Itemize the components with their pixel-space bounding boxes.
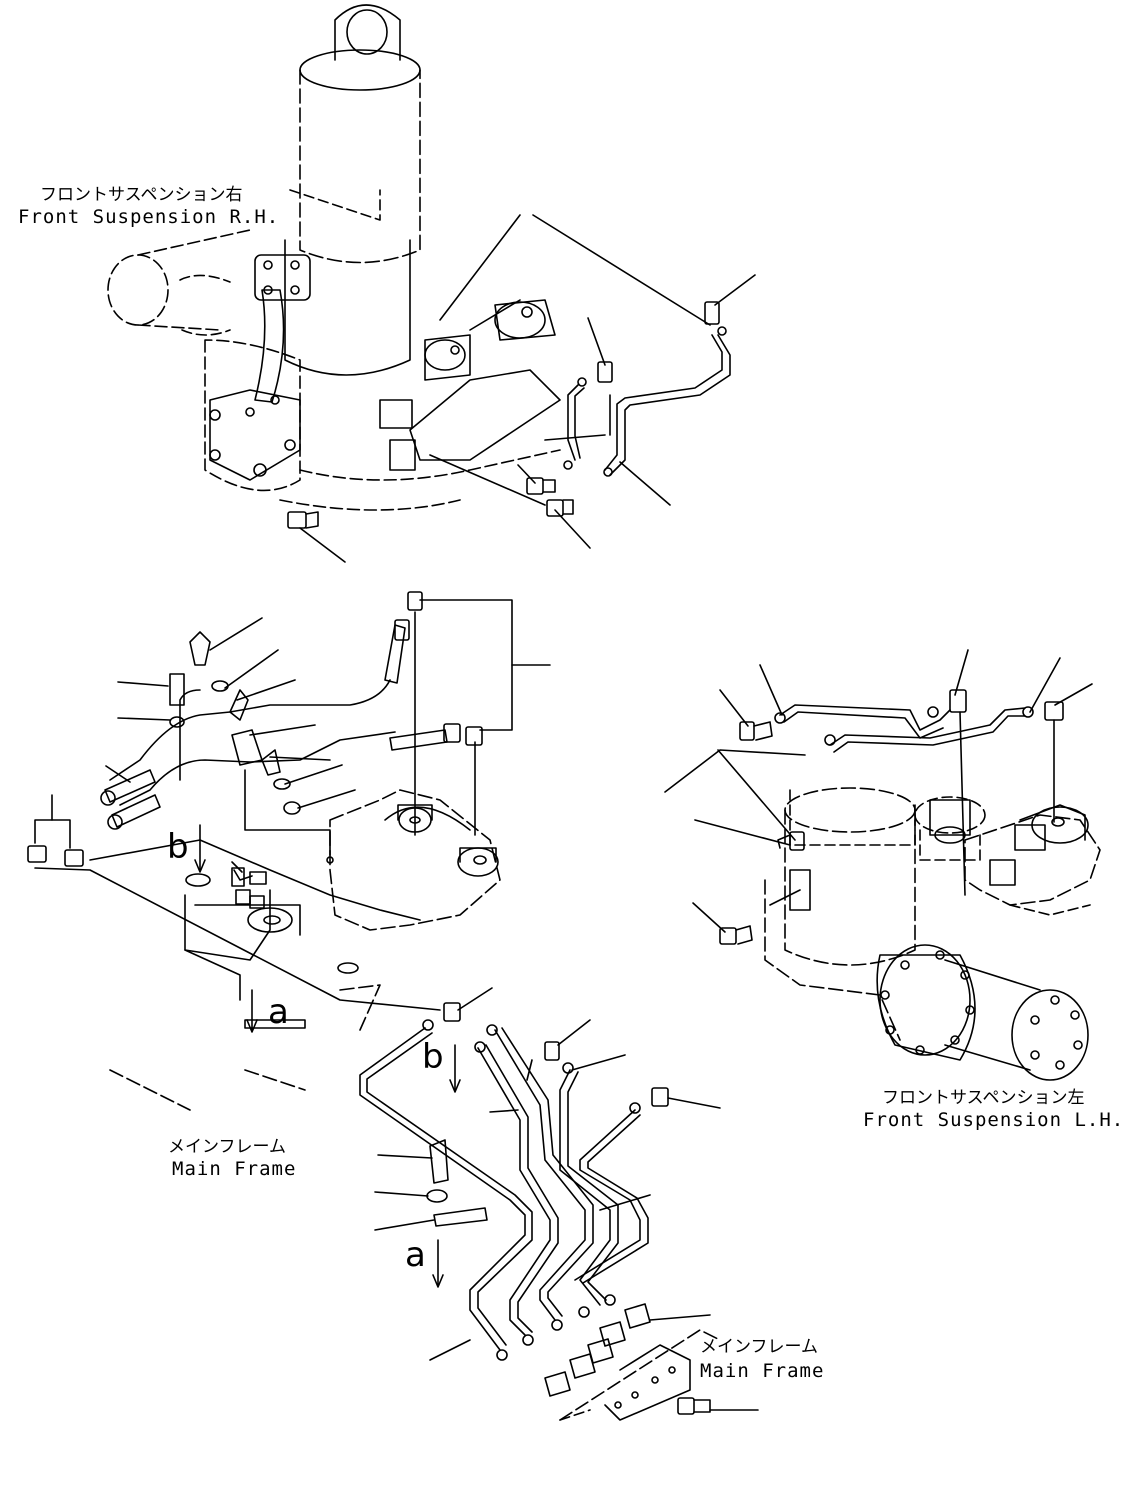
view-marker-b-lower: b [422, 1037, 444, 1077]
front-suspension-lh-assembly [664, 649, 1101, 1081]
main-frame-label-en-2: Main Frame [700, 1360, 825, 1382]
rh-label-en: Front Suspension R.H. [18, 206, 280, 228]
lh-label-en: Front Suspension L.H. [863, 1109, 1125, 1131]
main-frame-label-en-1: Main Frame [172, 1158, 297, 1180]
pipe-bundle-lower [359, 987, 759, 1421]
view-arrows [194, 824, 461, 1288]
main-frame-label-jp-2: メインフレーム [700, 1337, 818, 1357]
view-marker-a-lower: a [405, 1235, 426, 1275]
main-frame-label-jp-1: メインフレーム [168, 1137, 286, 1157]
view-marker-b-upper: b [167, 827, 189, 867]
rh-label-jp: フロントサスペンション右 [40, 185, 243, 205]
pipes-rh [287, 274, 756, 563]
front-suspension-rh-assembly [107, 4, 711, 511]
lh-label-jp: フロントサスペンション左 [882, 1088, 1085, 1108]
main-frame-upper-assembly [27, 591, 551, 1111]
view-marker-a-upper: a [268, 992, 289, 1032]
